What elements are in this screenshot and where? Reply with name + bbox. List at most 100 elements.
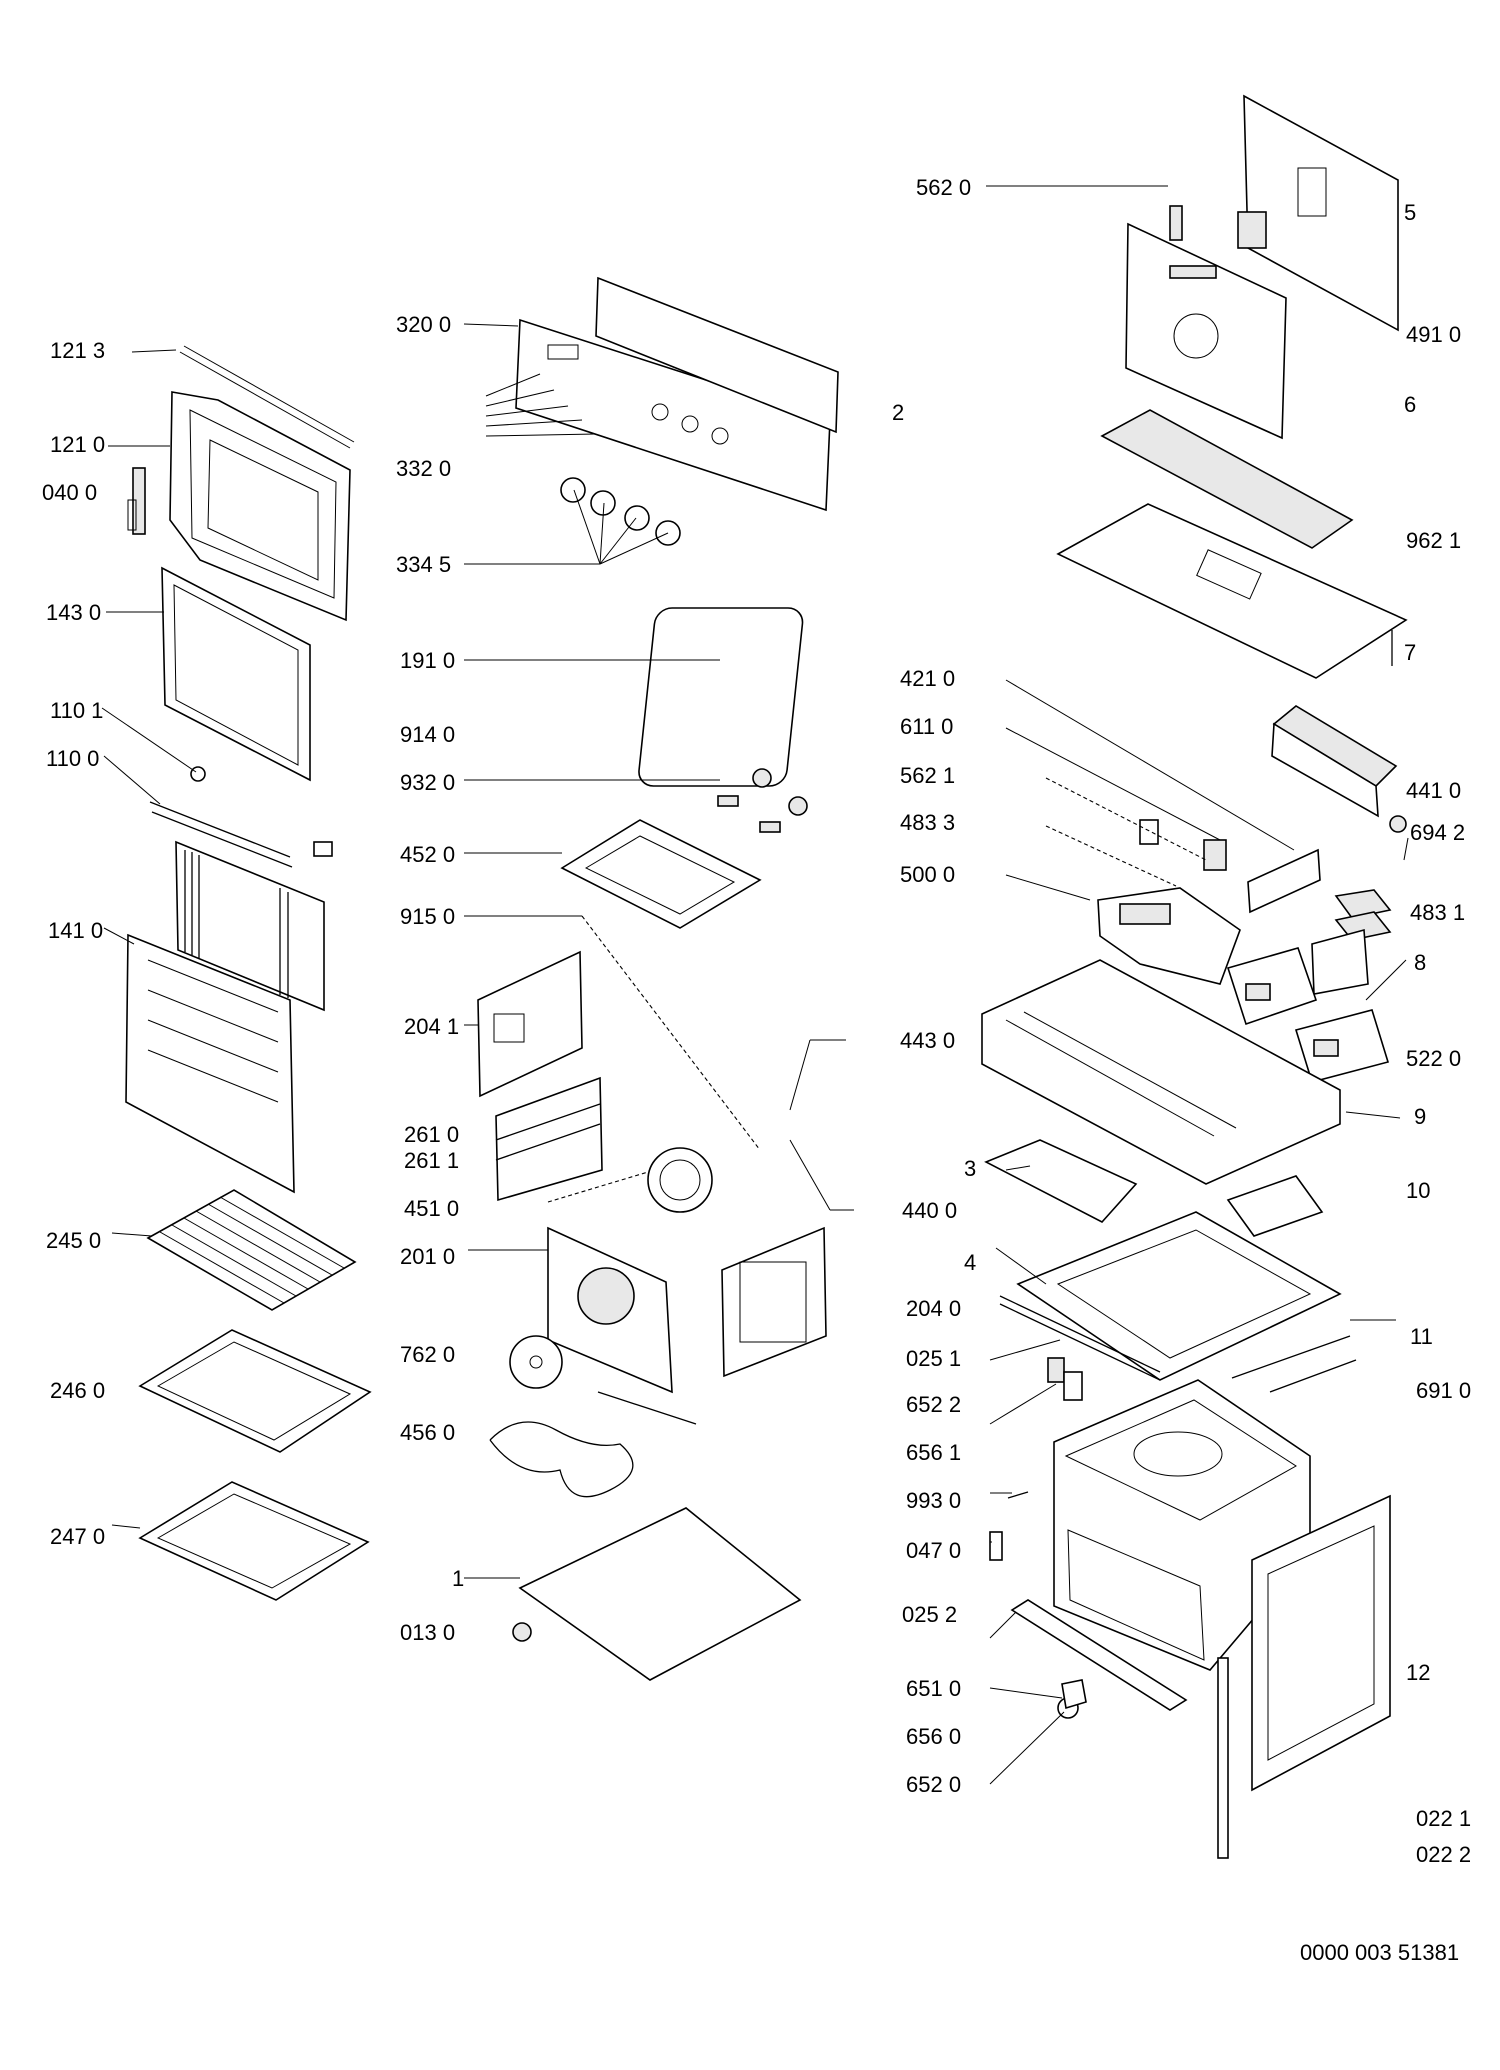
label-247-0: 247 0 — [50, 1524, 105, 1549]
label-334-5: 334 5 — [396, 552, 451, 577]
label-2: 2 — [892, 400, 904, 425]
part-lamp-holders — [717, 768, 808, 833]
part-relay-board — [1226, 947, 1390, 1083]
label-320-0: 320 0 — [396, 312, 451, 337]
label-652-2: 652 2 — [906, 1392, 961, 1417]
part-grill-plate — [1016, 1211, 1342, 1381]
part-back-panel — [1237, 94, 1399, 332]
label-611-0: 611 0 — [900, 714, 953, 739]
label-651-0: 651 0 — [906, 1676, 961, 1701]
label-047-0: 047 0 — [906, 1538, 961, 1563]
part-wire-rack — [146, 1189, 357, 1311]
leader-lines — [101, 185, 1409, 1785]
label-652-0: 652 0 — [906, 1772, 961, 1797]
label-932-0: 932 0 — [400, 770, 455, 795]
label-762-0: 762 0 — [400, 1342, 455, 1367]
label-914-0: 914 0 — [400, 722, 455, 747]
label-483-3: 483 3 — [900, 810, 955, 835]
part-small-clip — [190, 766, 206, 782]
label-12: 12 — [1406, 1660, 1430, 1685]
label-141-0: 141 0 — [48, 918, 103, 943]
part-control-panel — [515, 276, 839, 512]
label-7: 7 — [1404, 640, 1416, 665]
part-baking-tray — [138, 1329, 372, 1453]
part-chassis-frame — [981, 959, 1341, 1185]
part-bar-025-1 — [999, 1295, 1161, 1381]
label-562-1: 562 1 — [900, 763, 955, 788]
part-door-frame — [169, 391, 351, 622]
label-110-1: 110 1 — [50, 698, 103, 723]
label-522-0: 522 0 — [1406, 1046, 1461, 1071]
part-grill-element — [560, 819, 762, 929]
part-door-handle-rod — [149, 801, 333, 868]
part-bar-025-2 — [1010, 1599, 1188, 1711]
label-040-0: 040 0 — [42, 480, 97, 505]
part-front-frame — [1217, 1494, 1391, 1859]
label-483-1: 483 1 — [1410, 900, 1465, 925]
label-245-0: 245 0 — [46, 1228, 101, 1253]
part-middle-door-glass — [175, 840, 325, 1012]
part-outer-door-panel — [125, 933, 295, 1194]
part-door-hinge — [127, 467, 146, 535]
label-500-0: 500 0 — [900, 862, 955, 887]
part-control-knobs — [560, 477, 681, 546]
label-451-0: 451 0 — [404, 1196, 459, 1221]
label-143-0: 143 0 — [46, 600, 101, 625]
label-332-0: 332 0 — [396, 456, 451, 481]
label-025-2: 025 2 — [902, 1602, 957, 1627]
part-foot — [512, 1622, 532, 1642]
part-side-rail-left — [477, 950, 583, 1098]
part-fan-motor-small — [1389, 815, 1407, 833]
label-491-0: 491 0 — [1406, 322, 1461, 347]
label-915-0: 915 0 — [400, 904, 455, 929]
label-962-1: 962 1 — [1406, 528, 1461, 553]
label-204-0: 204 0 — [906, 1296, 961, 1321]
label-022-1: 022 1 — [1416, 1806, 1471, 1831]
label-013-0: 013 0 — [400, 1620, 455, 1645]
label-204-1: 204 1 — [404, 1014, 459, 1039]
label-110-0: 110 0 — [46, 746, 99, 771]
label-452-0: 452 0 — [400, 842, 455, 867]
label-201-0: 201 0 — [400, 1244, 455, 1269]
part-bracket-assembly — [1139, 819, 1321, 914]
label-656-0: 656 0 — [906, 1724, 961, 1749]
label-025-1: 025 1 — [906, 1346, 961, 1371]
label-6: 6 — [1404, 392, 1416, 417]
label-562-0: 562 0 — [916, 175, 971, 200]
label-456-0: 456 0 — [400, 1420, 455, 1445]
part-fan-blade — [509, 1335, 563, 1389]
label-8: 8 — [1414, 950, 1426, 975]
label-3: 3 — [964, 1156, 976, 1181]
label-5: 5 — [1404, 200, 1416, 225]
part-screw — [1007, 1491, 1029, 1499]
label-443-0: 443 0 — [900, 1028, 955, 1053]
label-121-3: 121 3 — [50, 338, 105, 363]
label-10: 10 — [1406, 1178, 1430, 1203]
part-rear-fan-wall — [547, 1226, 673, 1394]
part-small-switch — [1047, 1357, 1083, 1401]
label-022-2: 022 2 — [1416, 1842, 1471, 1867]
part-shelf-runner — [495, 1076, 603, 1202]
label-246-0: 246 0 — [50, 1378, 105, 1403]
label-1: 1 — [452, 1566, 464, 1591]
label-261-1: 261 1 — [404, 1148, 459, 1173]
part-inner-door-glass — [161, 566, 311, 782]
label-691-0: 691 0 — [1416, 1378, 1471, 1403]
label-993-0: 993 0 — [906, 1488, 961, 1513]
document-number: 0000 003 51381 — [1300, 1940, 1459, 1965]
label-261-0: 261 0 — [404, 1122, 459, 1147]
part-oven-door-seal — [638, 607, 804, 787]
label-191-0: 191 0 — [400, 648, 455, 673]
label-4: 4 — [964, 1250, 976, 1275]
label-656-1: 656 1 — [906, 1440, 961, 1465]
part-bottom-cover — [518, 1507, 802, 1681]
part-side-rail-right — [721, 1226, 827, 1378]
part-knob-springs — [485, 373, 597, 437]
label-9: 9 — [1414, 1104, 1426, 1129]
label-421-0: 421 0 — [900, 666, 955, 691]
part-cooling-fan — [1271, 705, 1398, 818]
label-11: 11 — [1410, 1324, 1433, 1349]
label-121-0: 121 0 — [50, 432, 105, 457]
part-insulation-strip — [1100, 409, 1354, 549]
